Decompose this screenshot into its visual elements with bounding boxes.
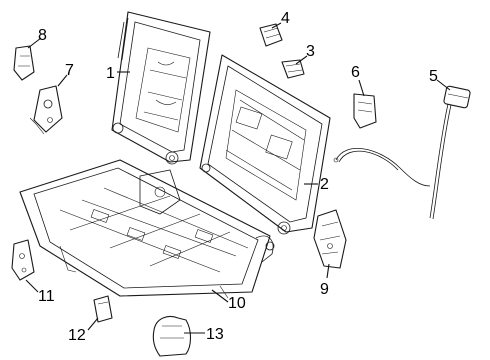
callout-1: 1 — [106, 65, 115, 82]
leader-12 — [87, 317, 99, 331]
leader-3 — [295, 55, 308, 65]
callout-11: 11 — [38, 288, 55, 305]
part-5-cable-connector[interactable] — [429, 85, 471, 220]
part-1-seatback-frame-left[interactable] — [111, 11, 211, 165]
part-8-clip[interactable] — [13, 45, 35, 81]
part-9-side-bracket[interactable] — [313, 209, 347, 269]
callout-5: 5 — [429, 68, 438, 85]
callout-12: 12 — [68, 327, 86, 344]
callout-2: 2 — [320, 176, 329, 193]
callout-9: 9 — [320, 281, 329, 298]
callout-13: 13 — [206, 326, 224, 343]
callout-10: 10 — [228, 295, 246, 312]
part-7-bracket[interactable] — [29, 85, 63, 135]
callout-8: 8 — [38, 27, 47, 44]
leader-9 — [326, 263, 330, 279]
part-4-latch-cover[interactable] — [259, 23, 283, 47]
leader-11 — [25, 279, 39, 293]
leader-7 — [57, 74, 68, 87]
part-2-seatback-frame-right[interactable] — [199, 54, 331, 235]
callout-4: 4 — [281, 10, 290, 27]
wire-harness[interactable] — [333, 148, 431, 187]
leader-10 — [211, 289, 229, 303]
part-3-bracket[interactable] — [281, 59, 305, 79]
callout-3: 3 — [306, 43, 315, 60]
part-6-plate[interactable] — [353, 93, 377, 129]
part-10-cushion-frame[interactable] — [19, 159, 275, 299]
part-11-hinge-bracket[interactable] — [11, 239, 35, 281]
part-12-cover-cap[interactable] — [93, 295, 113, 323]
leader-4 — [271, 22, 282, 29]
leader-5 — [436, 79, 451, 91]
leader-8 — [27, 37, 42, 49]
callout-7: 7 — [65, 62, 74, 79]
leader-6 — [358, 79, 365, 97]
part-13-trim-cover[interactable] — [152, 315, 192, 357]
callout-6: 6 — [351, 64, 360, 81]
